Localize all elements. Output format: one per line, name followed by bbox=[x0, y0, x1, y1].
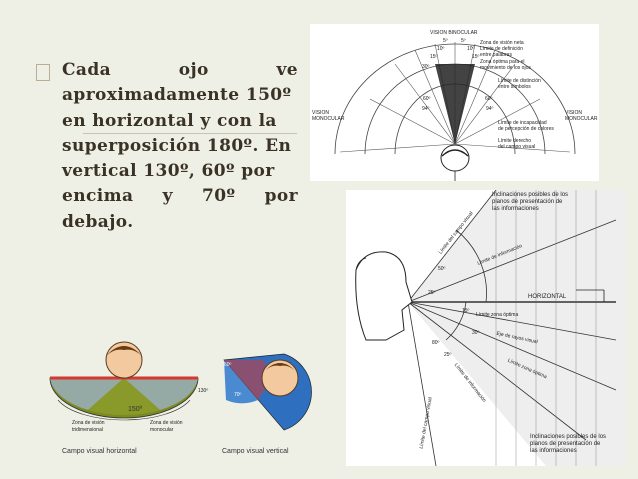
paragraph-word: 70º bbox=[202, 186, 236, 207]
head-icon bbox=[440, 144, 470, 172]
angle-label: 94º bbox=[422, 106, 430, 112]
bottom-note-line: Inclinaciones posibles de los bbox=[530, 434, 607, 440]
note-label: movimiento de los ojos bbox=[480, 65, 531, 71]
right-monocular-label-2: MONOCULAR bbox=[565, 116, 598, 122]
paragraph-word: ve bbox=[276, 60, 298, 80]
angle-label: 5º bbox=[443, 38, 448, 44]
decorative-rule bbox=[83, 133, 297, 134]
bullet-icon bbox=[36, 64, 50, 81]
zone-mono-line: Zona de visión bbox=[150, 420, 183, 426]
left-monocular-label-1: VISION bbox=[312, 110, 329, 116]
horizontal-label: HORIZONTAL bbox=[528, 294, 567, 300]
paragraph-line: encima y 70º por bbox=[62, 184, 298, 209]
profile-head-icon bbox=[355, 251, 413, 341]
angle-label: 25º bbox=[444, 352, 452, 358]
paragraph-word: superposición 180º. En bbox=[62, 135, 292, 156]
note-label: entre palabras bbox=[480, 52, 512, 58]
paragraph-word: ojo bbox=[178, 60, 209, 80]
optimal-label: Límite zona óptima bbox=[476, 312, 519, 318]
note-label: de percepción de colores bbox=[498, 126, 554, 132]
angle-label: 94º bbox=[486, 106, 494, 112]
paragraph-word: en horizontal y con la bbox=[62, 110, 277, 131]
central-cone bbox=[435, 64, 475, 144]
bottom-note-line: las informaciones bbox=[530, 448, 577, 454]
top-note-line: las informaciones bbox=[492, 206, 539, 212]
field-shading bbox=[408, 190, 626, 466]
zone-tri-line: tridimensional bbox=[72, 427, 103, 433]
binocular-title: VISION BINOCULAR bbox=[430, 30, 478, 36]
horizontal-caption: Campo visual horizontal bbox=[62, 448, 137, 455]
angle-label: 60º bbox=[485, 96, 493, 102]
zone-mono-line: monocular bbox=[150, 427, 174, 433]
right-monocular-label-1: VISION bbox=[565, 110, 582, 116]
paragraph-word: por bbox=[264, 186, 298, 207]
angle-70-label: 70º bbox=[234, 392, 242, 398]
vertical-field-diagram: Inclinaciones posibles de los planos de … bbox=[346, 189, 626, 467]
top-note-line: Inclinaciones posibles de los bbox=[492, 192, 569, 198]
binocular-diagram-svg bbox=[334, 42, 576, 181]
note-label: entre símbolos bbox=[498, 84, 531, 90]
angle-130-label: 130º bbox=[198, 388, 209, 394]
angle-label: 25º bbox=[428, 290, 436, 296]
note-label: Límite derecho bbox=[498, 138, 532, 144]
top-note-line: planos de presentación de bbox=[492, 199, 563, 205]
angle-label: 15º bbox=[430, 54, 438, 60]
vertical-caption: Campo visual vertical bbox=[222, 448, 289, 455]
vertical-head-icon bbox=[261, 359, 299, 397]
angle-label: 5º bbox=[461, 38, 466, 44]
paragraph-word: y bbox=[162, 186, 173, 207]
vertical-diagram-svg bbox=[355, 189, 626, 467]
horizontal-head-icon bbox=[105, 341, 143, 379]
zone-tri-line: Zona de visión bbox=[72, 420, 105, 426]
note-label: Límite de distinción bbox=[498, 78, 541, 84]
paragraph-word: encima bbox=[62, 186, 134, 207]
paragraph-word: aproximadamente 150º bbox=[62, 85, 292, 106]
angle-60-label: 60º bbox=[224, 362, 232, 368]
angle-label: 80º bbox=[432, 340, 440, 346]
angle-label: 30º bbox=[472, 330, 480, 336]
angle-label: 15º bbox=[462, 308, 470, 314]
angle-label: 60º bbox=[423, 96, 431, 102]
note-label: Zona óptima para el bbox=[480, 59, 525, 65]
angle-label: 50º bbox=[438, 266, 446, 272]
bullet-paragraph: Cada ojo ve aproximadamente 150º en horizont… bbox=[62, 58, 298, 235]
paragraph-line: superposición 180º. En bbox=[62, 134, 298, 159]
binocular-vision-diagram: VISION BINOCULAR VISION MONOCULAR VISION… bbox=[310, 24, 599, 181]
cartoon-field-figures: 150º Zona de visión tridimensional Zona … bbox=[48, 340, 312, 464]
angle-label: 10º bbox=[467, 46, 475, 52]
angle-150-label: 150º bbox=[128, 406, 143, 413]
left-monocular-label-2: MONOCULAR bbox=[312, 116, 345, 122]
angle-label: 10º bbox=[437, 46, 445, 52]
paragraph-word: debajo. bbox=[62, 211, 134, 232]
note-label: Límite de incapacidad bbox=[498, 120, 547, 126]
paragraph-line: vertical 130º, 60º por bbox=[62, 159, 298, 184]
paragraph-line: Cada ojo ve bbox=[62, 58, 298, 83]
angle-label: 15º bbox=[472, 54, 480, 60]
paragraph-word: vertical 130º, 60º por bbox=[62, 161, 275, 182]
paragraph-line: aproximadamente 150º bbox=[62, 83, 298, 108]
paragraph-word: Cada bbox=[62, 60, 112, 80]
note-label: del campo visual bbox=[498, 144, 536, 150]
note-label: Zona de visión neta bbox=[480, 40, 524, 46]
note-label: Límite de definición bbox=[480, 46, 524, 52]
cartoon-svg bbox=[49, 341, 312, 431]
bottom-note-line: planos de presentación de bbox=[530, 441, 601, 447]
angle-label: 30º bbox=[422, 64, 430, 70]
paragraph-line: en horizontal y con la bbox=[62, 109, 298, 134]
paragraph-line: debajo. bbox=[62, 210, 298, 235]
